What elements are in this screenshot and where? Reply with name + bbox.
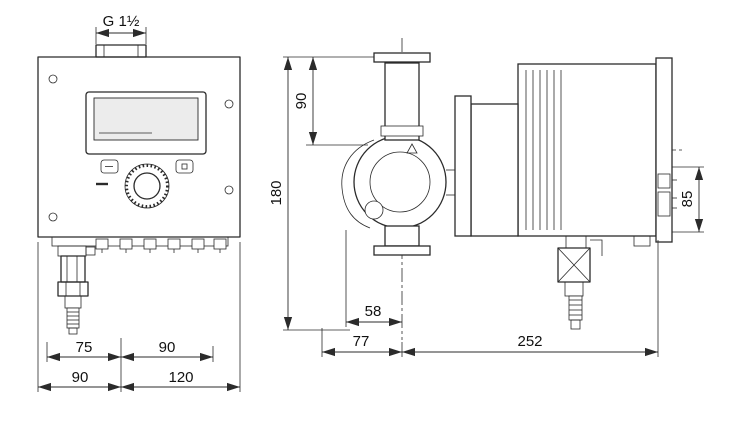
- motor-body: [517, 57, 677, 247]
- menu-button-icon: [181, 163, 188, 170]
- top-flange: [373, 52, 431, 63]
- dim-label-90-side: 90: [293, 93, 310, 110]
- dim-label-120: 120: [168, 369, 193, 386]
- motor-fins: [525, 70, 562, 230]
- side-dimensions: 180 90 85 58 77 252: [268, 56, 704, 357]
- display-bezel: [85, 91, 207, 155]
- back-button: [100, 159, 119, 174]
- dim-label-thread: G 1½: [103, 13, 140, 30]
- screw-icon: [224, 185, 234, 195]
- cable-gland: [633, 235, 651, 247]
- bottom-flange: [373, 245, 431, 256]
- volute: [341, 135, 447, 229]
- motor-flange: [446, 95, 519, 237]
- suction-boss: [364, 200, 384, 220]
- dim-label-85: 85: [679, 191, 696, 208]
- screw-icon: [48, 74, 58, 84]
- control-knob: [124, 163, 170, 209]
- front-dimensions: G 1½ 75 90 90 120: [37, 13, 241, 392]
- clamp-ring: [380, 125, 424, 137]
- side-view: [341, 38, 682, 340]
- bottom-pipe: [373, 225, 431, 256]
- suction-curve: [341, 139, 375, 229]
- front-view: [37, 44, 241, 335]
- display-screen: [93, 97, 199, 141]
- top-pipe: [373, 52, 431, 141]
- dim-label-252: 252: [517, 333, 542, 350]
- screw-icon: [224, 99, 234, 109]
- terminal-blocks: [95, 238, 227, 253]
- thread-hatch: [66, 307, 80, 329]
- menu-button: [175, 159, 194, 174]
- terminal-strip: [51, 236, 229, 253]
- valve-assembly-front: [57, 245, 96, 335]
- dim-label-58: 58: [365, 303, 382, 320]
- connector-module: [657, 173, 677, 217]
- dim-label-90-row2: 90: [72, 369, 89, 386]
- dim-label-75: 75: [76, 339, 93, 356]
- vent-arrow-icon: [406, 143, 418, 154]
- dim-label-77: 77: [353, 333, 370, 350]
- sensor-thread-hatch: [568, 295, 583, 321]
- dim-label-90-row1: 90: [159, 339, 176, 356]
- sensor-assembly-side: [557, 235, 603, 330]
- pipe-stub-top: [95, 44, 147, 58]
- control-module-face: [37, 56, 241, 238]
- display: [85, 91, 207, 155]
- housing-screws: [48, 74, 234, 222]
- screw-icon: [48, 212, 58, 222]
- dim-label-180: 180: [268, 180, 285, 205]
